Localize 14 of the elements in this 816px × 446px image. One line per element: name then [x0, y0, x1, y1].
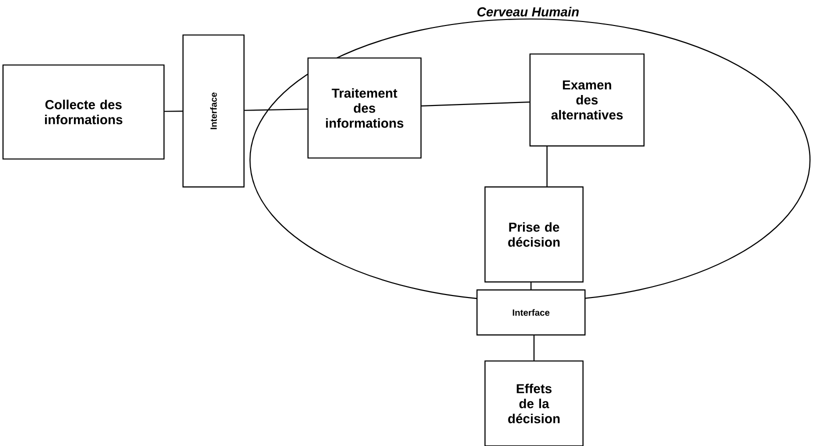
node-label: Cerveau Humain	[477, 6, 579, 16]
connector-line	[244, 108, 308, 111]
connector-line	[546, 146, 548, 187]
connector-line	[422, 102, 530, 106]
connector-line	[530, 282, 532, 290]
process-box: Examen des alternatives	[529, 53, 645, 147]
process-box: Collecte des informations	[2, 64, 165, 160]
process-box: Effets de la décision	[484, 360, 584, 446]
process-box: Interface	[476, 289, 586, 336]
process-box: Prise de décision	[484, 186, 584, 283]
interface-box: Interface	[182, 34, 245, 188]
connector-line	[164, 110, 182, 112]
connector-line	[533, 336, 535, 360]
process-box: Traitement des informations	[307, 57, 422, 159]
